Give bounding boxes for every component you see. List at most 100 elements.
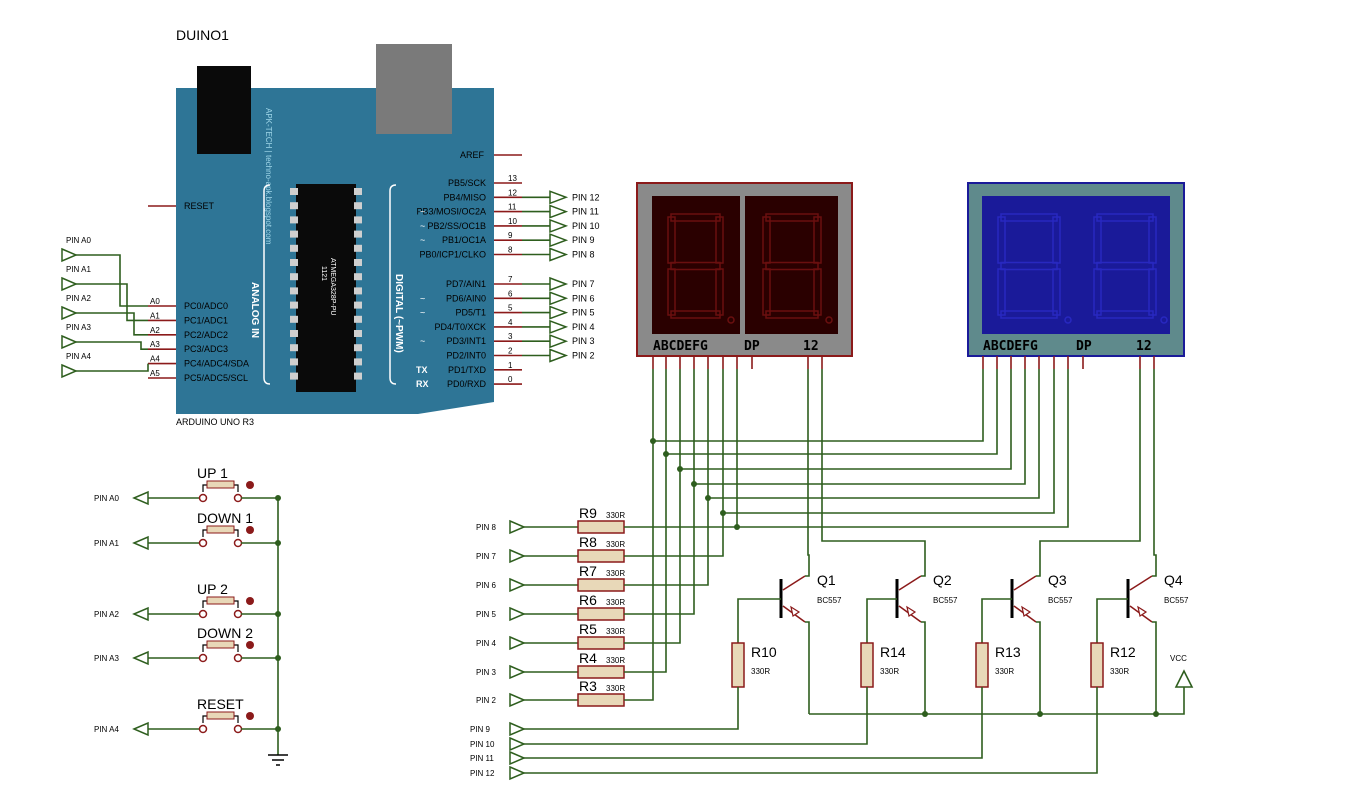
analog-port-label: PIN A4 [66,352,91,361]
mcu-chip [296,184,356,392]
resistor-port-label: PIN 2 [476,696,497,705]
button-port-label: PIN A1 [94,539,119,548]
digital-pin-name: PB2/SS/OC1B [427,221,486,231]
button-port-label: PIN A0 [94,494,119,503]
segment-bus [665,369,998,455]
transistor-name: Q4 [1164,572,1183,588]
resistor-port-arrow [509,664,526,680]
button-port-arrow [132,606,149,622]
button-indicator [246,641,254,649]
display-2-window [982,196,1170,334]
display-2-segments [997,213,1168,324]
transistor-model: BC557 [1164,596,1189,605]
analog-pin-name: PC2/ADC2 [184,330,228,340]
display-2-dp-label: DP [1076,339,1092,354]
digital-port-label: PIN 2 [572,351,595,361]
analog-pin-name: PC3/ADC3 [184,344,228,354]
resistor-body [577,636,625,650]
display-1-dp-label: DP [744,339,760,354]
button-contact [233,653,243,663]
transistor-model: BC557 [1048,596,1073,605]
chip-pin [354,216,362,224]
analog-port-wire [76,254,148,307]
digital-port-label: PIN 3 [572,336,595,346]
segment [1000,261,1058,271]
pwm-tilde: ~ [420,207,425,217]
button-label: RESET [197,696,244,712]
button-contact [233,493,243,503]
analog-port-arrow [61,363,78,379]
transistor-name: Q2 [933,572,952,588]
analog-port-wire [76,363,149,372]
button-cap [206,525,235,534]
display-2: ABCDEFG DP 12 [967,182,1185,357]
emitter-wire [921,621,926,714]
button-contact [233,724,243,734]
resistor-name: R7 [579,563,597,579]
chip-pin [290,202,298,210]
aref-label: AREF [460,150,485,160]
emitter-wire [1036,621,1041,714]
chip-pin [354,358,362,366]
digital-pin-name: PD4/T0/XCK [434,322,486,332]
base-port-arrow [509,750,526,766]
analog-port-label: PIN A3 [66,323,91,332]
arduino-brand: APK-TECH | techno-apk.blogspot.com [264,108,273,245]
digital-pin-num: 4 [508,318,513,327]
digital-port-label: PIN 12 [572,192,600,202]
resistor-value: 330R [606,627,625,636]
emitter-wire [805,621,810,714]
chip-pin [290,301,298,309]
display-1: ABCDEFG DP 12 [636,182,853,357]
usb-jack [197,66,251,154]
resistor-to-bus [624,513,724,557]
digital-pin-num: 6 [508,289,513,298]
button-port-label: PIN A2 [94,610,119,619]
analog-pin-tag: A0 [150,297,160,306]
analog-pin-tag: A1 [150,311,160,320]
analog-port-arrow [61,334,78,350]
digital-pin-name: PD2/INT0 [446,351,486,361]
analog-port-label: PIN A0 [66,236,91,245]
digital-pin-num: 2 [508,347,513,356]
base-wire [737,598,781,643]
base-resistor-name: R14 [880,644,906,660]
decimal-point [727,316,735,324]
chip-pin [354,273,362,281]
base-resistor-value: 330R [1110,667,1129,676]
pwm-tilde: ~ [420,293,425,303]
base-port-arrow [509,765,526,781]
resistor-body [577,665,625,679]
chip-pin [290,244,298,252]
digital-pin-name: PD6/AIN0 [446,293,486,303]
analog-port-arrow [61,305,78,321]
digital-pin-num: 8 [508,246,513,255]
digital-pin-name: PD0/RXD [447,379,487,389]
resistor-to-bus [624,484,695,615]
resistor-to-bus [624,469,681,644]
analog-port-label: PIN A2 [66,294,91,303]
resistor-value: 330R [606,540,625,549]
base-resistor-name: R13 [995,644,1021,660]
transistor-collector [782,575,806,591]
resistor-port-label: PIN 6 [476,581,497,590]
display-1-segments [667,213,833,324]
chip-pin [354,330,362,337]
base-wire [866,598,897,643]
button-port-label: PIN A4 [94,725,119,734]
segment-bus [693,369,1026,485]
base-resistor-value: 330R [751,667,770,676]
display-1-seg-label: ABCDEFG [653,339,708,354]
analog-pin-name: PC4/ADC4/SDA [184,359,249,369]
digital-port-arrow [549,319,569,334]
digital-port-arrow [549,233,569,248]
pwm-tilde: ~ [420,235,425,245]
resistor-value: 330R [606,598,625,607]
wiring [650,356,1155,530]
button-indicator [246,597,254,605]
transistor-arrow [1021,605,1032,617]
chip-pin [290,188,298,195]
